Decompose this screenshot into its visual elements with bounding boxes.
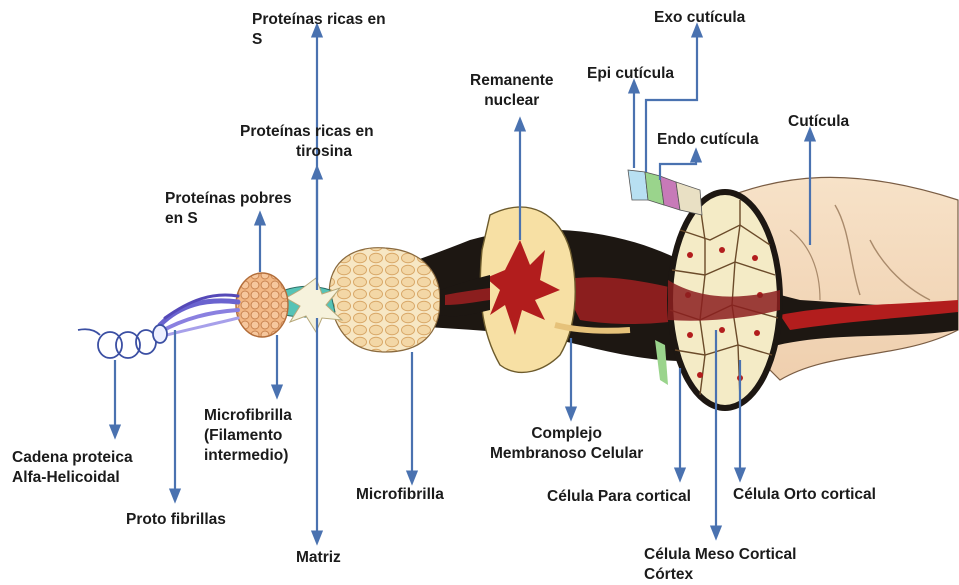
label-celula-orto: Célula Orto cortical bbox=[733, 485, 876, 505]
label-line: Cadena proteica bbox=[12, 448, 133, 468]
arrow-endo bbox=[660, 155, 696, 180]
label-line: intermedio) bbox=[204, 446, 292, 466]
label-celula-para: Célula Para cortical bbox=[547, 487, 691, 507]
label-line: nuclear bbox=[470, 91, 554, 111]
label-proteinas-pobres: Proteínas pobres en S bbox=[165, 189, 292, 229]
label-line: Proteínas pobres bbox=[165, 189, 292, 209]
label-line: Célula Meso Cortical bbox=[644, 545, 796, 565]
label-remanente-nuclear: Remanente nuclear bbox=[470, 71, 554, 111]
label-line: Remanente bbox=[470, 71, 554, 91]
label-epi-cuticula: Epi cutícula bbox=[587, 64, 674, 84]
cortex-cross-section bbox=[668, 192, 780, 408]
label-cadena-proteica: Cadena proteica Alfa-Helicoidal bbox=[12, 448, 133, 488]
label-line: Córtex bbox=[644, 565, 796, 585]
label-proteinas-ricas-s: Proteínas ricas en S bbox=[252, 10, 386, 50]
label-line: tirosina bbox=[240, 142, 374, 162]
label-matriz: Matriz bbox=[296, 548, 341, 568]
label-celula-meso: Célula Meso Cortical Córtex bbox=[644, 545, 796, 585]
label-proteinas-tirosina: Proteínas ricas en tirosina bbox=[240, 122, 374, 162]
label-line: Alfa-Helicoidal bbox=[12, 468, 133, 488]
label-complejo-membranoso: Complejo Membranoso Celular bbox=[490, 424, 643, 464]
label-line: Complejo bbox=[490, 424, 643, 444]
alpha-helix bbox=[78, 325, 167, 358]
label-proto-fibrillas: Proto fibrillas bbox=[126, 510, 226, 530]
label-exo-cuticula: Exo cutícula bbox=[654, 8, 745, 28]
label-line: Microfibrilla bbox=[204, 406, 292, 426]
label-line: Proteínas ricas en bbox=[240, 122, 374, 142]
label-microfibrilla: Microfibrilla bbox=[356, 485, 444, 505]
label-line: S bbox=[252, 30, 386, 50]
label-line: Membranoso Celular bbox=[490, 444, 643, 464]
label-cuticula: Cutícula bbox=[788, 112, 849, 132]
arrow-exo bbox=[646, 30, 697, 172]
label-endo-cuticula: Endo cutícula bbox=[657, 130, 759, 150]
intermediate-filament bbox=[236, 273, 288, 337]
label-line: Proteínas ricas en bbox=[252, 10, 386, 30]
label-line: (Filamento bbox=[204, 426, 292, 446]
label-line: en S bbox=[165, 209, 292, 229]
label-microfibrilla-intermedio: Microfibrilla (Filamento intermedio) bbox=[204, 406, 292, 466]
